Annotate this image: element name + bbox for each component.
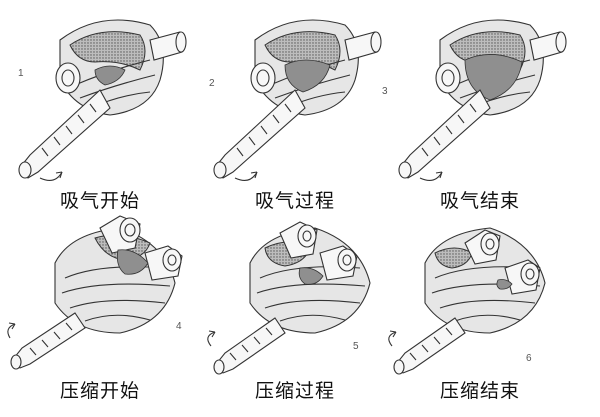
- step-number: 5: [353, 341, 359, 352]
- step-caption: 压缩结束: [439, 380, 520, 402]
- screw-rotor-illustration: [7, 215, 183, 370]
- screw-rotor-illustration: [398, 19, 567, 181]
- screw-rotor-illustration: [388, 227, 546, 375]
- step-number: 6: [526, 353, 532, 364]
- panel-4: 4 压缩开始: [0, 208, 200, 416]
- panel-3: 3 吸气结束: [380, 0, 580, 212]
- step-caption: 压缩开始: [59, 380, 140, 402]
- step-caption: 压缩过程: [254, 380, 335, 402]
- panel-6: 6 压缩结束: [380, 208, 580, 416]
- step-number: 2: [209, 78, 215, 89]
- step-number: 4: [176, 321, 182, 332]
- screw-rotor-illustration: [213, 19, 382, 181]
- panel-5: 5 压缩过程: [195, 208, 395, 416]
- step-number: 1: [18, 68, 24, 79]
- panel-2: 2 吸气过程: [195, 0, 395, 212]
- panel-1: 1 吸气开始: [0, 0, 200, 212]
- screw-rotor-illustration: [207, 221, 371, 375]
- screw-rotor-illustration: [18, 19, 187, 181]
- step-number: 3: [382, 86, 388, 97]
- step-caption: 吸气开始: [59, 190, 140, 212]
- step-caption: 吸气结束: [439, 190, 520, 212]
- step-caption: 吸气过程: [254, 190, 335, 212]
